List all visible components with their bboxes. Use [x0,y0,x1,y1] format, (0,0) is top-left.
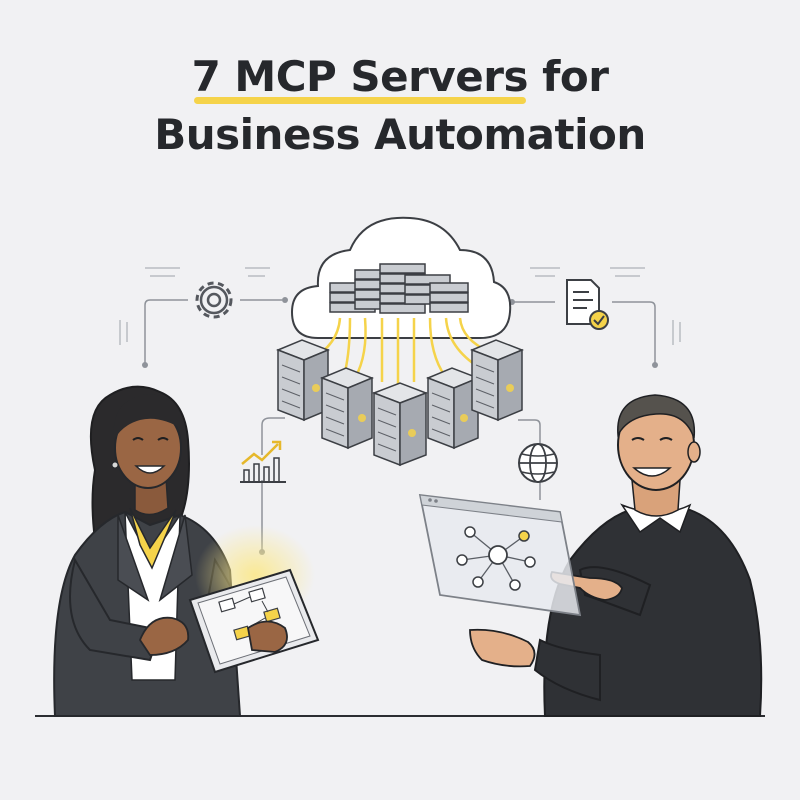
decor-lines [119,267,681,345]
globe-icon [518,443,558,483]
page-title: 7 MCP Servers for Business Automation [0,48,800,164]
man-hand-open [469,628,536,668]
connector-lines [144,299,656,550]
woman-hand-left [138,616,190,656]
server-rack-icon [275,339,525,467]
trend-chart-icon [240,440,286,483]
man-figure [533,394,763,717]
title-line1-rest: for [527,52,609,101]
cloud-server-rack [329,263,469,314]
title-line2: Business Automation [154,110,646,159]
server-slots [281,364,495,452]
document-check-icon [566,279,609,330]
gear-icon [195,281,233,319]
network-hub-icon [418,493,582,617]
title-highlight: 7 MCP Servers [192,48,528,106]
woman-hand-right [247,620,288,653]
